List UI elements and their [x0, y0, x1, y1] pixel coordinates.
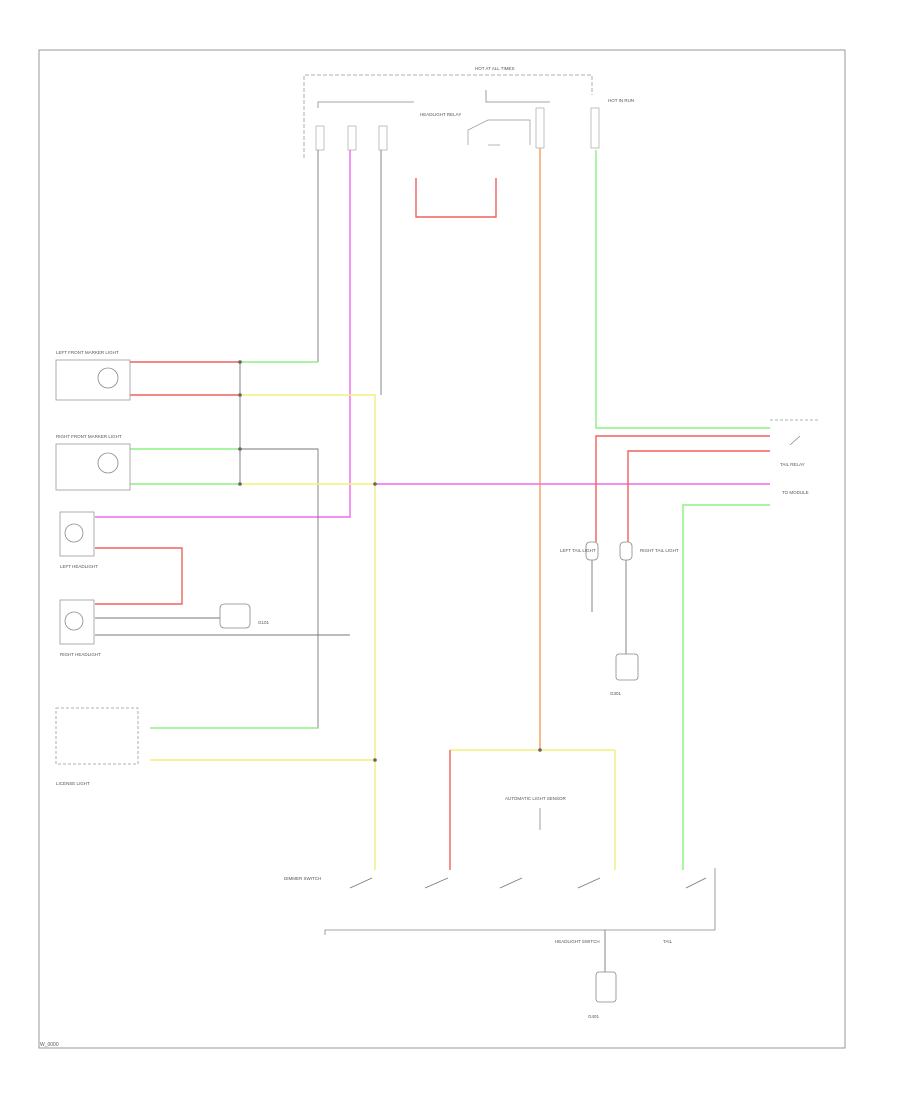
dimmer-switch-label: DIMMER SWITCH — [284, 876, 321, 881]
ground-g1-label: G101 — [258, 620, 270, 625]
splice-dot — [373, 758, 377, 762]
splice-dot — [238, 393, 242, 397]
w-grey-rfm — [150, 448, 319, 729]
diagram-border — [38, 49, 846, 1049]
w-red-tail2 — [627, 450, 770, 542]
license-light: LICENSE LIGHT — [55, 707, 139, 786]
left-front-marker-label: LEFT FRONT MARKER LIGHT — [56, 350, 119, 355]
w-red-lhl — [95, 547, 183, 605]
headlight-switch-label: HEADLIGHT SWITCH — [555, 939, 600, 944]
to-module-label: TO MODULE — [782, 490, 809, 495]
splice-dot — [373, 482, 377, 486]
splice-dot — [238, 482, 242, 486]
splice-dot — [238, 447, 242, 451]
w-pink-f2 — [95, 150, 351, 518]
w-green-hot — [595, 150, 770, 429]
right-tail-label: RIGHT TAIL LIGHT — [640, 548, 679, 553]
ground-g3-label: G401 — [588, 1014, 600, 1019]
figure-id: W_0000 — [40, 1042, 59, 1048]
automatic-light-sensor: AUTOMATIC LIGHT SENSOR — [505, 796, 567, 830]
ground-g2: G301 — [610, 653, 639, 696]
right-headlight: RIGHT HEADLIGHT — [59, 599, 101, 657]
ground-g2-label: G301 — [610, 691, 622, 696]
fuse-box: HOT AT ALL TIMES HOT IN RUN HEADLIGHT RE… — [303, 66, 634, 158]
left-headlight-label: LEFT HEADLIGHT — [60, 564, 98, 569]
splice-dot — [538, 748, 542, 752]
license-light-label: LICENSE LIGHT — [56, 781, 90, 786]
wires — [95, 148, 770, 972]
ground-g3: G401 — [588, 971, 617, 1019]
auto-light-sensor-label: AUTOMATIC LIGHT SENSOR — [505, 796, 567, 801]
fuse-box-label: HOT AT ALL TIMES — [475, 66, 515, 71]
left-front-marker-light: LEFT FRONT MARKER LIGHT — [55, 350, 131, 401]
left-tail-label: LEFT TAIL LIGHT — [560, 548, 596, 553]
left-headlight: LEFT HEADLIGHT — [59, 511, 98, 569]
headlight-switch-assembly: DIMMER SWITCH HEADLIGHT SWITCH TAIL — [284, 868, 716, 944]
w-red-tail1 — [595, 435, 770, 542]
right-front-marker-light: RIGHT FRONT MARKER LIGHT — [55, 434, 131, 491]
tail-relay-label: TAIL RELAY — [780, 462, 805, 467]
splice-dot — [238, 360, 242, 364]
right-headlight-label: RIGHT HEADLIGHT — [60, 652, 101, 657]
w-green-module — [682, 504, 770, 870]
tail-relay: TAIL RELAY TO MODULE — [770, 419, 820, 495]
left-tail-light: LEFT TAIL LIGHT — [560, 541, 599, 561]
right-tail-light: RIGHT TAIL LIGHT — [619, 541, 679, 561]
ground-g1: G101 — [219, 603, 270, 629]
w-yellow-lfm2 — [240, 394, 376, 760]
right-front-marker-label: RIGHT FRONT MARKER LIGHT — [56, 434, 122, 439]
w-red-relay — [415, 178, 497, 218]
headlight-relay-label: HEADLIGHT RELAY — [420, 112, 461, 117]
tail-switch-label: TAIL — [663, 939, 673, 944]
hot-run-label: HOT IN RUN — [608, 98, 634, 103]
